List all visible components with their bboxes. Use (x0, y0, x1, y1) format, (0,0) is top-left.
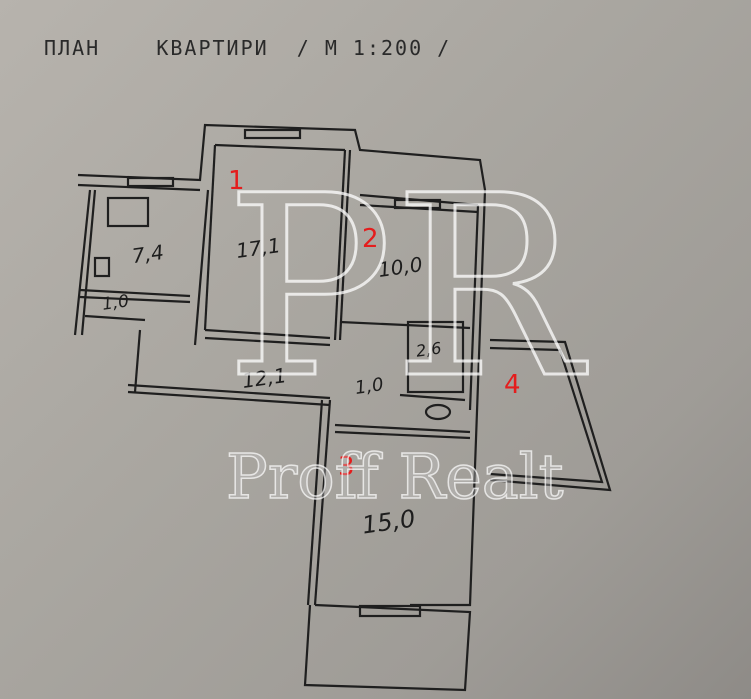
watermark-logo: PR (223, 142, 582, 433)
kitchen-area-label: 7,4 (130, 239, 166, 269)
storage-area-label: 1,0 (100, 291, 131, 315)
room-1-marker: 1 (228, 166, 245, 196)
balcony-marker: 4 (504, 370, 521, 400)
room-2-marker: 2 (362, 224, 379, 254)
room-3-marker: 3 (338, 452, 355, 482)
watermark-text: Proff Realt (225, 439, 564, 514)
plan-title: ПЛАН КВАРТИРИ / М 1:200 / (44, 36, 452, 60)
